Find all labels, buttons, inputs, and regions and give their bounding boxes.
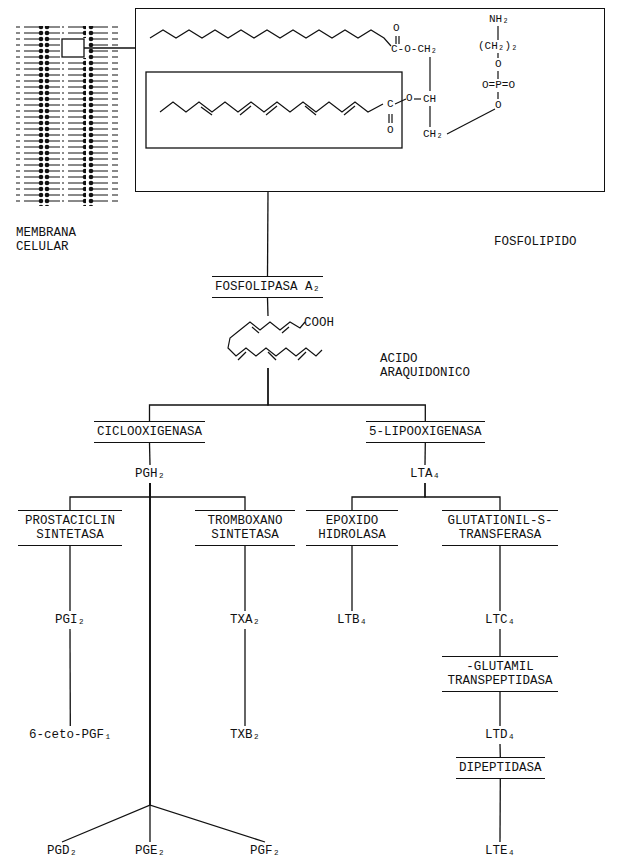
connector: [69, 629, 71, 726]
product-label: LTD₄: [482, 726, 518, 744]
node-text: PROSTACICLIN SINTETASA: [21, 514, 119, 542]
product-label: 6-ceto-PGF₁: [26, 726, 115, 744]
node-text: LTB₄: [337, 613, 367, 627]
product-label: LTA₄: [407, 465, 443, 483]
chem-label: O: [495, 99, 502, 112]
node-text: LTC₄: [485, 613, 515, 627]
connector: [69, 546, 70, 611]
enzyme-box: PROSTACICLIN SINTETASA: [18, 510, 122, 546]
chem-label: C: [387, 98, 394, 111]
connector: [267, 298, 269, 316]
enzyme-box: CICLOOXIGENASA: [94, 421, 205, 443]
connector: [499, 744, 501, 757]
connector: [499, 779, 501, 842]
enzyme-box: EPOXIDO HIDROLASA: [306, 510, 398, 546]
enzyme-box: TROMBOXANO SINTETASA: [195, 510, 295, 546]
node-text: ACIDO ARAQUIDONICO: [380, 352, 490, 380]
connector: [150, 368, 269, 421]
chem-label: C-O-CH₂: [391, 43, 437, 56]
chem-label: O=P=O: [482, 79, 515, 92]
node-text: 6-ceto-PGF₁: [29, 728, 112, 742]
chem-label: O: [393, 22, 400, 35]
node-text: DIPEPTIDASA: [459, 761, 542, 775]
node-text: TXB₂: [230, 728, 260, 742]
node-text: LTA₄: [410, 467, 440, 481]
enzyme-box: GLUTATIONIL-S-TRANSFERASA: [442, 510, 558, 546]
enzyme-box: -GLUTAMIL TRANSPEPTIDASA: [442, 656, 558, 692]
connector: [424, 443, 426, 465]
node-text: COOH: [304, 316, 334, 330]
connector: [149, 443, 151, 465]
node-text: TXA₂: [230, 613, 260, 627]
enzyme-box: DIPEPTIDASA: [456, 757, 545, 779]
node-text: GLUTATIONIL-S-TRANSFERASA: [445, 514, 555, 542]
node-text: CICLOOXIGENASA: [97, 425, 202, 439]
chem-label: O: [406, 92, 413, 105]
product-label: PGH₂: [132, 465, 168, 483]
node-text: PGI₂: [55, 613, 85, 627]
product-label: PGD₂: [44, 842, 80, 860]
connector: [499, 629, 500, 656]
connector: [352, 483, 425, 510]
connector: [244, 629, 245, 726]
node-text: LTE₄: [485, 844, 515, 858]
node-text: TROMBOXANO SINTETASA: [198, 514, 292, 542]
phospholipid-structure: [146, 26, 498, 148]
node-text: PGE₂: [135, 844, 165, 858]
node-text: FOSFOLIPIDO: [494, 235, 577, 249]
chem-label: (CH₂)₂: [478, 40, 518, 53]
chem-label: CH₂: [423, 128, 443, 141]
node-text: PGF₂: [250, 844, 280, 858]
product-label: LTE₄: [482, 842, 518, 860]
node-text: PGH₂: [135, 467, 165, 481]
node-text: EPOXIDO HIDROLASA: [309, 514, 395, 542]
product-label: TXA₂: [227, 611, 263, 629]
node-text: LTD₄: [485, 728, 515, 742]
connector: [244, 546, 245, 611]
enzyme-box: FOSFOLIPASA A₂: [212, 276, 323, 298]
phospholipid-box: FOSFOLIPIDO: [135, 8, 605, 192]
connector: [267, 192, 269, 276]
product-label: LTB₄: [334, 611, 370, 629]
membrane-label: MEMBRANA CELULAR: [16, 226, 100, 254]
node-text: 5-LIPOOXIGENASA: [369, 425, 482, 439]
cell-membrane: [16, 26, 135, 206]
chem-label: O: [495, 58, 502, 71]
connector: [150, 483, 245, 510]
product-label: PGF₂: [247, 842, 283, 860]
product-label: TXB₂: [227, 726, 263, 744]
node-text: FOSFOLIPASA A₂: [215, 280, 320, 294]
connector: [499, 692, 500, 726]
product-label: PGE₂: [132, 842, 168, 860]
node-text: PGD₂: [47, 844, 77, 858]
connector: [425, 483, 500, 510]
chem-label: CH: [423, 93, 436, 106]
molecule-node: COOHACIDO ARAQUIDONICO: [212, 316, 324, 368]
connector: [351, 546, 352, 611]
product-label: LTC₄: [482, 611, 518, 629]
node-text: -GLUTAMIL TRANSPEPTIDASA: [445, 660, 555, 688]
enzyme-box: 5-LIPOOXIGENASA: [366, 421, 485, 443]
product-label: PGI₂: [52, 611, 88, 629]
chem-label: O: [387, 124, 394, 137]
connector: [70, 483, 150, 510]
chem-label: NH₂: [489, 13, 509, 26]
connector: [499, 546, 500, 611]
